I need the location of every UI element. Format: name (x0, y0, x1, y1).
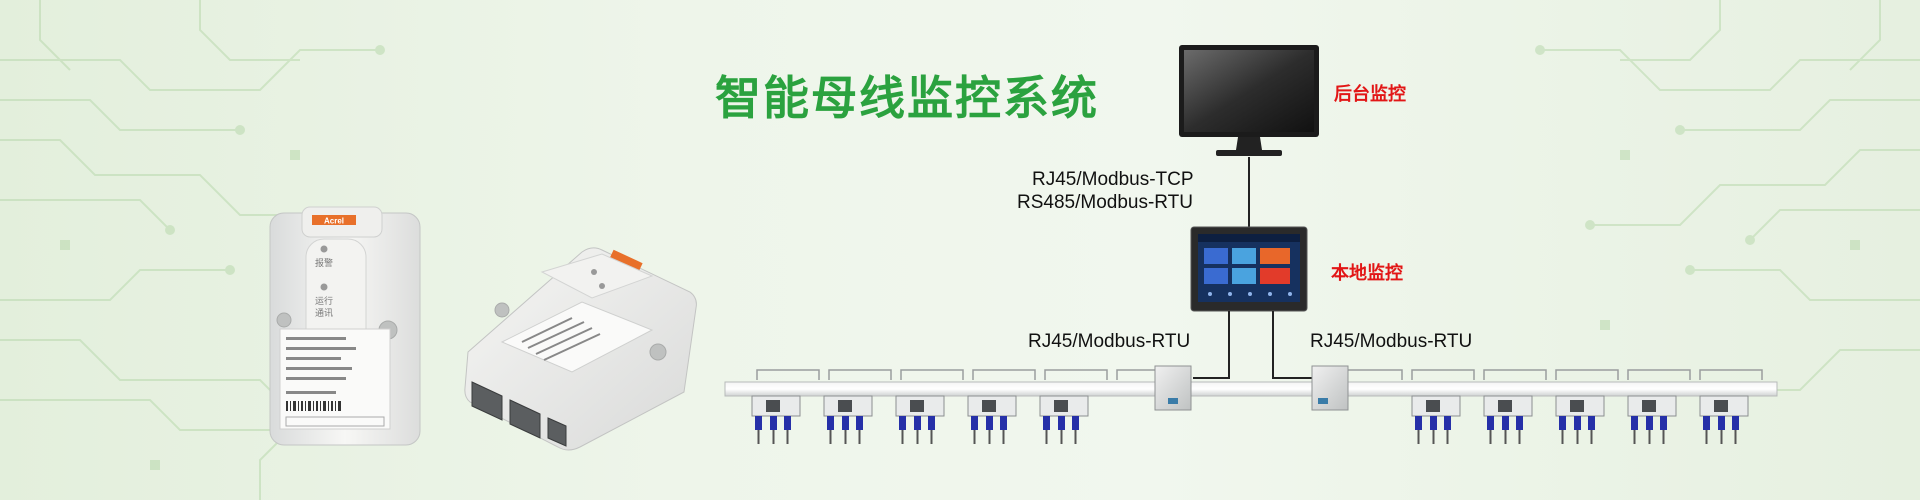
local-touchscreen-icon (1190, 226, 1308, 312)
fault-led (320, 245, 328, 253)
bus-monitor-unit (1039, 395, 1089, 445)
bus-links-right (1339, 369, 1763, 381)
link-local-right-gateway-h (1272, 377, 1312, 379)
protocol-rtu-label: RS485/Modbus-RTU (1017, 192, 1194, 213)
backend-monitor-label: 后台监控 (1334, 84, 1406, 104)
gateway-right (1311, 365, 1349, 411)
bus-monitor-unit (1699, 395, 1749, 445)
bus-monitor-unit (1483, 395, 1533, 445)
comm-indicator-label: 通讯 (315, 308, 333, 318)
bus-monitor-unit (1555, 395, 1605, 445)
run-led (320, 283, 328, 291)
bus-rail (724, 381, 1778, 397)
bus-monitor-unit (1627, 395, 1677, 445)
gateway-left (1154, 365, 1192, 411)
link-local-left-gateway (1228, 311, 1230, 379)
bus-monitor-unit (751, 395, 801, 445)
backend-monitor-icon (1179, 45, 1319, 156)
protocol-left-bus-label: RJ45/Modbus-RTU (1028, 331, 1191, 352)
bus-links-left (756, 369, 1180, 381)
local-monitor-label: 本地监控 (1331, 263, 1403, 283)
monitor-device-angled (464, 247, 697, 451)
link-local-left-gateway-h (1193, 377, 1230, 379)
busbar-diagram (724, 365, 1778, 445)
bus-monitor-unit (823, 395, 873, 445)
protocol-tcp-label: RJ45/Modbus-TCP (1032, 169, 1194, 190)
page-title: 智能母线监控系统 (715, 72, 1099, 124)
link-backend-local (1248, 157, 1250, 227)
protocol-right-bus-label: RJ45/Modbus-RTU (1310, 331, 1473, 352)
bus-monitor-unit (895, 395, 945, 445)
brand-logo-text: Acrel (324, 217, 344, 226)
monitor-device-front: Acrel 报警 运行 通讯 (269, 206, 421, 446)
link-local-right-gateway (1272, 311, 1274, 379)
bus-monitor-unit (1411, 395, 1461, 445)
fault-indicator-label: 报警 (315, 257, 333, 268)
bus-monitor-unit (967, 395, 1017, 445)
run-indicator-label: 运行 (315, 295, 333, 306)
